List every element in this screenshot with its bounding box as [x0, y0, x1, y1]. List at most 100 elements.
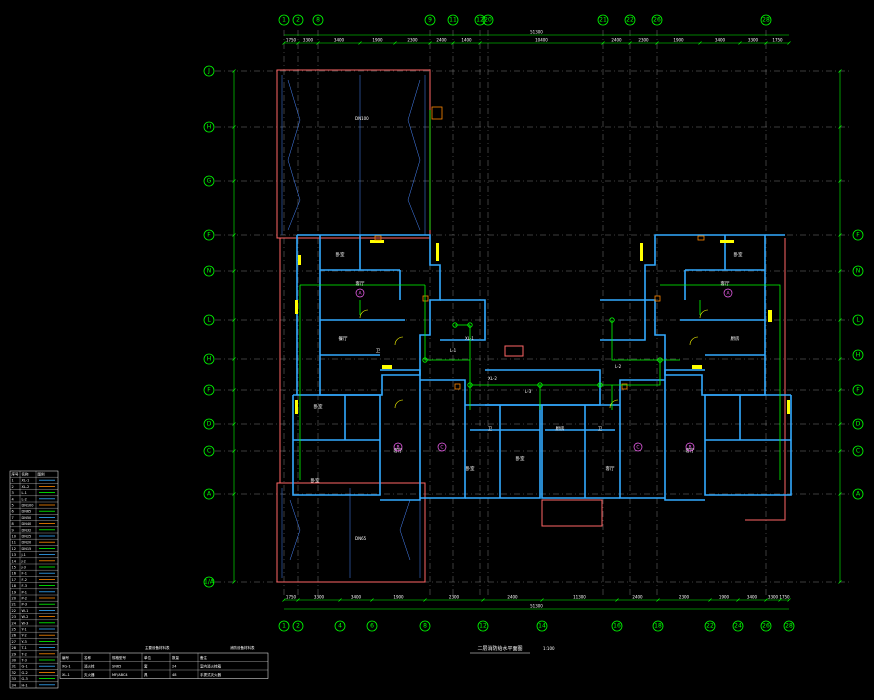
axis-bubble-label: 1 [282, 623, 286, 630]
axis-bubble-label: L [207, 317, 211, 324]
window-mark [768, 310, 772, 322]
axis-bubble-label: F [856, 387, 860, 394]
axis-bubble-circle [278, 14, 290, 26]
terrace-outline-east [745, 238, 786, 521]
axis-bubble-circle [482, 14, 494, 26]
equip-cell: 规格型号 [112, 655, 126, 660]
door-swing [394, 399, 404, 409]
dim-tick [232, 422, 236, 426]
legend-cell: J-1 [21, 553, 26, 557]
axis-bubble: F [852, 384, 864, 396]
legend-frame [9, 470, 59, 689]
dim-tick [838, 125, 842, 129]
axis-bubble-label: 22 [626, 17, 634, 24]
axis-bubble: 9 [424, 14, 436, 26]
legend-cell: 21 [12, 603, 16, 607]
wall-segment [644, 234, 785, 396]
dim-label: 3300 [748, 38, 759, 43]
axis-bubble-circle [852, 349, 864, 361]
room-label: 客厅 [356, 280, 365, 287]
dim-tick [838, 179, 842, 183]
legend-cell: Y-2 [22, 634, 27, 638]
axis-bubble: G [203, 175, 215, 187]
hydrant-box [422, 295, 429, 302]
unit-marker-label: B [396, 445, 399, 451]
axis-bubble: 6 [366, 620, 378, 632]
axis-bubble-label: 20 [484, 17, 492, 24]
room-label: 卧室 [466, 465, 475, 472]
legend-cell: W-2 [22, 615, 29, 619]
unit-marker: C [633, 442, 643, 452]
legend-cell: P-1 [22, 590, 28, 594]
pipe-label: L-2 [615, 364, 622, 369]
room-labels: 卧室卧室客厅客厅餐厅厨房卫卧室客厅客厅卧室卫卧室卧室客厅厨房卫 [311, 251, 743, 484]
pipe-run [600, 360, 661, 386]
axis-bubble-label: 8 [423, 623, 427, 630]
legend-cell: 23 [12, 615, 16, 619]
axis-bubble: 2 [292, 620, 304, 632]
legend-cell: W-1 [22, 609, 29, 613]
pipe-label: DN65 [355, 536, 367, 541]
axis-bubble-circle [597, 14, 609, 26]
axis-bubble-circle [424, 14, 436, 26]
axis-bubble-circle [852, 418, 864, 430]
axis-bubble-label: 6 [370, 623, 374, 630]
legend-cell: 4 [12, 497, 15, 501]
pipe-riser [467, 322, 473, 328]
equip-cell: 消火栓 [84, 663, 95, 668]
unit-marker: A [355, 288, 365, 298]
axis-bubble-label: A [207, 491, 212, 498]
room-label: 卧室 [314, 403, 323, 410]
axis-bubble: 26 [651, 14, 663, 26]
dim-tick [738, 41, 742, 45]
dim-tick [778, 598, 782, 602]
hydrant-box [621, 383, 628, 390]
legend-cell: 13 [12, 553, 16, 557]
unit-marker: A [723, 288, 733, 298]
dim-tick [232, 357, 236, 361]
dim-label: 10400 [535, 38, 548, 43]
dim-label: 1400 [461, 38, 472, 43]
pipe-riser [537, 382, 543, 388]
legend-cell: J-2 [21, 559, 26, 563]
dim-tick [736, 598, 740, 602]
axis-bubble-circle [477, 620, 489, 632]
dim-tick [628, 41, 632, 45]
legend-cell: T-2 [21, 652, 27, 656]
wall-segment [619, 379, 665, 499]
legend-cell: 22 [12, 609, 16, 613]
dim-tick [232, 179, 236, 183]
dim-tick [232, 492, 236, 496]
axis-bubble-label: J [207, 68, 210, 75]
axis-bubble-label: 1/A [204, 579, 215, 586]
axis-bubble: 2 [292, 14, 304, 26]
legend-cell: 16 [12, 572, 16, 576]
wall-segment [600, 299, 646, 341]
legend-cell: T-1 [21, 646, 27, 650]
dim-tick [838, 357, 842, 361]
equip-cell: XL-1 [62, 673, 70, 677]
wall-segment [440, 299, 486, 341]
window-mark [295, 400, 298, 414]
room-label: 卫 [376, 348, 381, 354]
window-mark [692, 365, 702, 369]
dim-tick [655, 41, 659, 45]
legend-cell: 27 [12, 640, 16, 644]
dim-label: 1900 [393, 595, 404, 600]
axis-bubble: 1/A [203, 576, 215, 588]
pipe-riser [452, 322, 458, 328]
axis-bubble-circle [852, 265, 864, 277]
legend-cell: 序号 [12, 472, 19, 477]
legend-cell: G-3 [22, 677, 28, 681]
axis-bubble-label: D [207, 421, 212, 428]
dim-label: 3400 [715, 38, 726, 43]
axis-bubble-label: 14 [538, 623, 546, 630]
axis-bubble-circle [203, 65, 215, 77]
equip-cell: 编号 [62, 655, 69, 660]
axis-bubble: A [852, 488, 864, 500]
axis-bubble-label: 8 [316, 17, 320, 24]
equip-title: 主要设备材料表 [145, 645, 170, 650]
pipe-run [424, 285, 470, 361]
axis-bubble-label: C [207, 448, 211, 455]
